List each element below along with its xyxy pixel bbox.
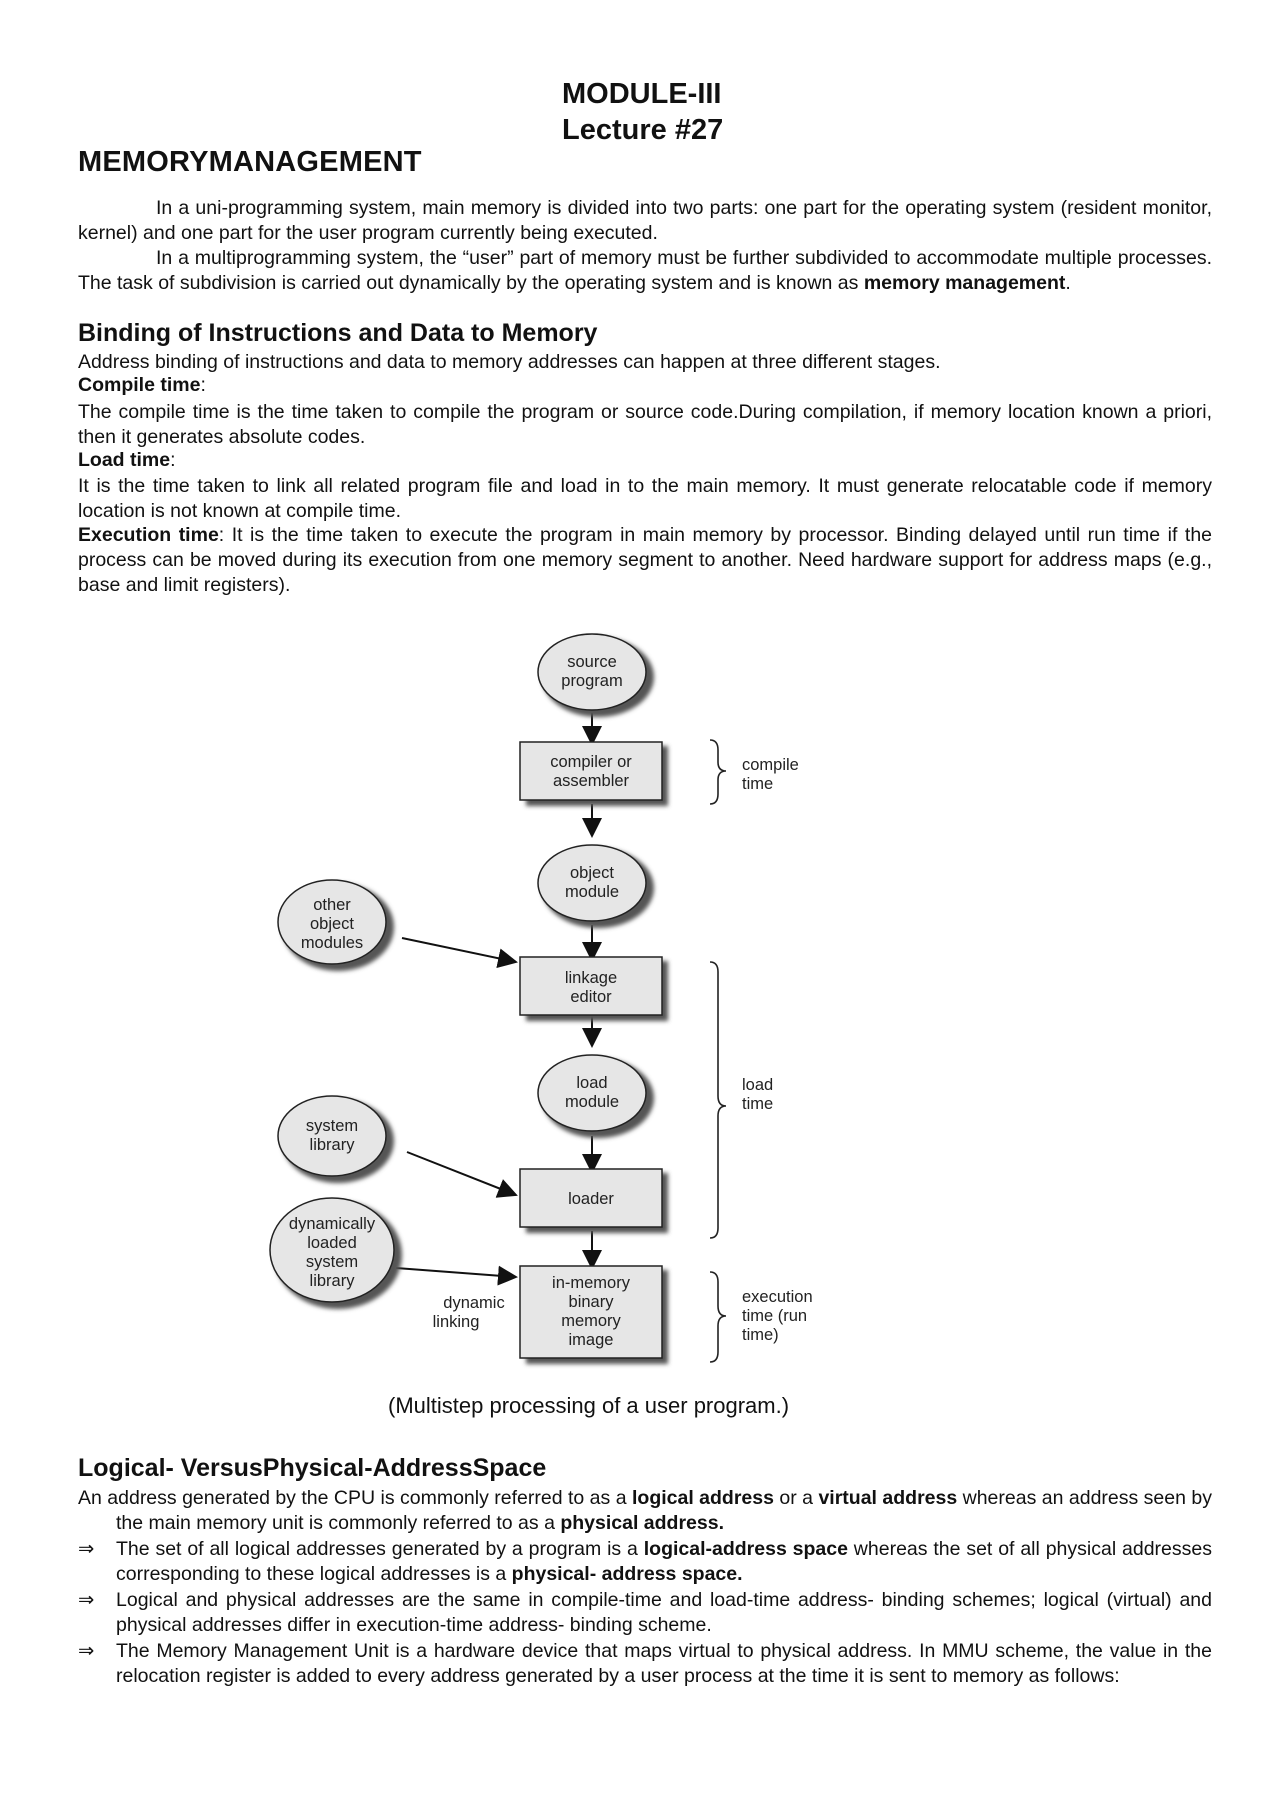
load-module-line-2: module xyxy=(565,1093,619,1111)
bullet-binding-schemes-text: Logical and physical addresses are the s… xyxy=(116,1589,1212,1636)
linkage-editor-node: linkage editor xyxy=(519,956,668,1021)
dynamic-library-line-3: system xyxy=(306,1253,358,1271)
loader-node: loader xyxy=(519,1168,668,1233)
other-object-line-2: object xyxy=(310,915,354,933)
arrow-other-to-linkage xyxy=(401,937,518,969)
binding-intro: Address binding of instructions and data… xyxy=(78,351,941,373)
object-module-line-1: object xyxy=(570,864,614,882)
execution-time-term: Execution time xyxy=(78,524,219,546)
compiler-assembler-node: compiler or assembler xyxy=(519,741,668,806)
source-program-node: source program xyxy=(537,633,654,717)
in-memory-line-1: in-memory xyxy=(552,1274,631,1292)
dynamic-linking-line-2: linking xyxy=(433,1313,480,1331)
in-memory-image-node: in-memory binary memory image xyxy=(519,1265,668,1364)
b1-a: The set of all logical addresses generat… xyxy=(116,1538,644,1560)
intro-p2-end: . xyxy=(1065,272,1071,294)
physical-address-term: physical address. xyxy=(560,1512,725,1534)
multistep-processing-diagram: source program object module load module… xyxy=(269,633,813,1364)
in-memory-line-3: memory xyxy=(561,1312,621,1330)
implies-arrow-icon: ⇒ xyxy=(78,1589,95,1611)
object-module-line-2: module xyxy=(565,883,619,901)
lecture-heading: Lecture #27 xyxy=(562,114,724,146)
intro-paragraph-2: In a multiprogramming system, the “user”… xyxy=(78,246,1212,296)
linkage-line-2: editor xyxy=(570,988,612,1006)
source-program-line-1: source xyxy=(567,653,617,671)
logical-address-term: logical address xyxy=(631,1487,774,1509)
system-library-line-1: system xyxy=(306,1117,358,1135)
module-heading: MODULE-III xyxy=(562,78,722,110)
dynamic-library-line-1: dynamically xyxy=(289,1215,376,1233)
bullet-mmu-text: The Memory Management Unit is a hardware… xyxy=(116,1640,1212,1687)
linkage-line-1: linkage xyxy=(565,969,617,987)
execution-time-note-line-3: time) xyxy=(742,1326,779,1344)
other-object-line-1: other xyxy=(313,896,351,914)
compile-time-note-line-2: time xyxy=(742,775,773,793)
load-time-text: It is the time taken to link all related… xyxy=(78,475,1212,522)
bullet-binding-schemes: ⇒ Logical and physical addresses are the… xyxy=(78,1588,1212,1638)
execution-time-brace xyxy=(709,1271,727,1363)
bullet-mmu: ⇒ The Memory Management Unit is a hardwa… xyxy=(78,1639,1212,1689)
compile-time-brace xyxy=(709,739,727,805)
logical-address-space-term: logical-address space xyxy=(643,1538,848,1560)
load-time-note-line-1: load xyxy=(742,1076,773,1094)
compile-time-label: Compile time: xyxy=(78,374,206,397)
compile-time-term: Compile time xyxy=(78,374,201,396)
load-colon: : xyxy=(170,449,176,471)
implies-arrow-icon: ⇒ xyxy=(78,1538,95,1560)
compile-time-text: The compile time is the time taken to co… xyxy=(78,401,1212,448)
physical-address-space-term: physical- address space. xyxy=(511,1563,743,1585)
implies-arrow-icon: ⇒ xyxy=(78,1640,95,1662)
load-time-note-line-2: time xyxy=(742,1095,773,1113)
compile-colon: : xyxy=(200,374,206,396)
intro-p2-text: In a multiprogramming system, the “user”… xyxy=(78,247,1212,294)
memory-management-term: memory management xyxy=(863,272,1066,294)
execution-time-note-line-1: execution xyxy=(742,1288,813,1306)
dynamic-linking-line-1: dynamic xyxy=(443,1294,504,1312)
in-memory-line-4: image xyxy=(569,1331,614,1349)
lp1-c: or a xyxy=(773,1487,819,1509)
arrow-dynamic-to-memory xyxy=(395,1265,518,1286)
compile-time-note-line-1: compile xyxy=(742,756,799,774)
logical-physical-heading: Logical- VersusPhysical-AddressSpace xyxy=(78,1454,547,1482)
logical-paragraph-1: An address generated by the CPU is commo… xyxy=(78,1486,1212,1536)
compiler-line-1: compiler or xyxy=(550,753,632,771)
system-library-node: system library xyxy=(277,1095,394,1183)
b1-c: whereas the set of all physical addresse… xyxy=(116,1538,1212,1585)
dynamically-loaded-library-node: dynamically loaded system library xyxy=(269,1197,402,1309)
execution-time-paragraph: Execution time: It is the time taken to … xyxy=(78,523,1212,598)
load-time-brace xyxy=(709,961,727,1239)
execution-time-text: : It is the time taken to execute the pr… xyxy=(78,524,1213,596)
bullet-address-spaces: ⇒ The set of all logical addresses gener… xyxy=(78,1537,1212,1587)
execution-time-note-line-2: time (run xyxy=(742,1307,807,1325)
other-object-modules-node: other object modules xyxy=(277,879,394,971)
compiler-line-2: assembler xyxy=(553,772,630,790)
system-library-line-2: library xyxy=(310,1136,356,1154)
load-module-node: load module xyxy=(537,1054,654,1138)
virtual-address-term: virtual address xyxy=(818,1487,958,1509)
bullet-address-spaces-text: The set of all logical addresses generat… xyxy=(116,1537,1212,1587)
load-time-term: Load time xyxy=(78,449,171,471)
diagram-caption: (Multistep processing of a user program.… xyxy=(388,1393,790,1418)
load-module-line-1: load xyxy=(576,1074,607,1092)
binding-heading: Binding of Instructions and Data to Memo… xyxy=(78,319,598,347)
lp1-a: An address generated by the CPU is commo… xyxy=(78,1487,632,1509)
other-object-line-3: modules xyxy=(301,934,363,952)
source-program-line-2: program xyxy=(561,672,622,690)
loader-line-1: loader xyxy=(568,1190,614,1208)
intro-paragraph-1: In a uni-programming system, main memory… xyxy=(78,197,1212,244)
in-memory-line-2: binary xyxy=(569,1293,615,1311)
lp1-e: whereas an address seen by the main memo… xyxy=(116,1487,1212,1534)
load-time-label: Load time: xyxy=(78,449,176,472)
page-title: MEMORYMANAGEMENT xyxy=(78,146,422,178)
dynamic-library-line-2: loaded xyxy=(307,1234,357,1252)
object-module-node: object module xyxy=(537,844,654,928)
dynamic-library-line-4: library xyxy=(310,1272,356,1290)
arrow-system-to-loader xyxy=(406,1151,518,1198)
